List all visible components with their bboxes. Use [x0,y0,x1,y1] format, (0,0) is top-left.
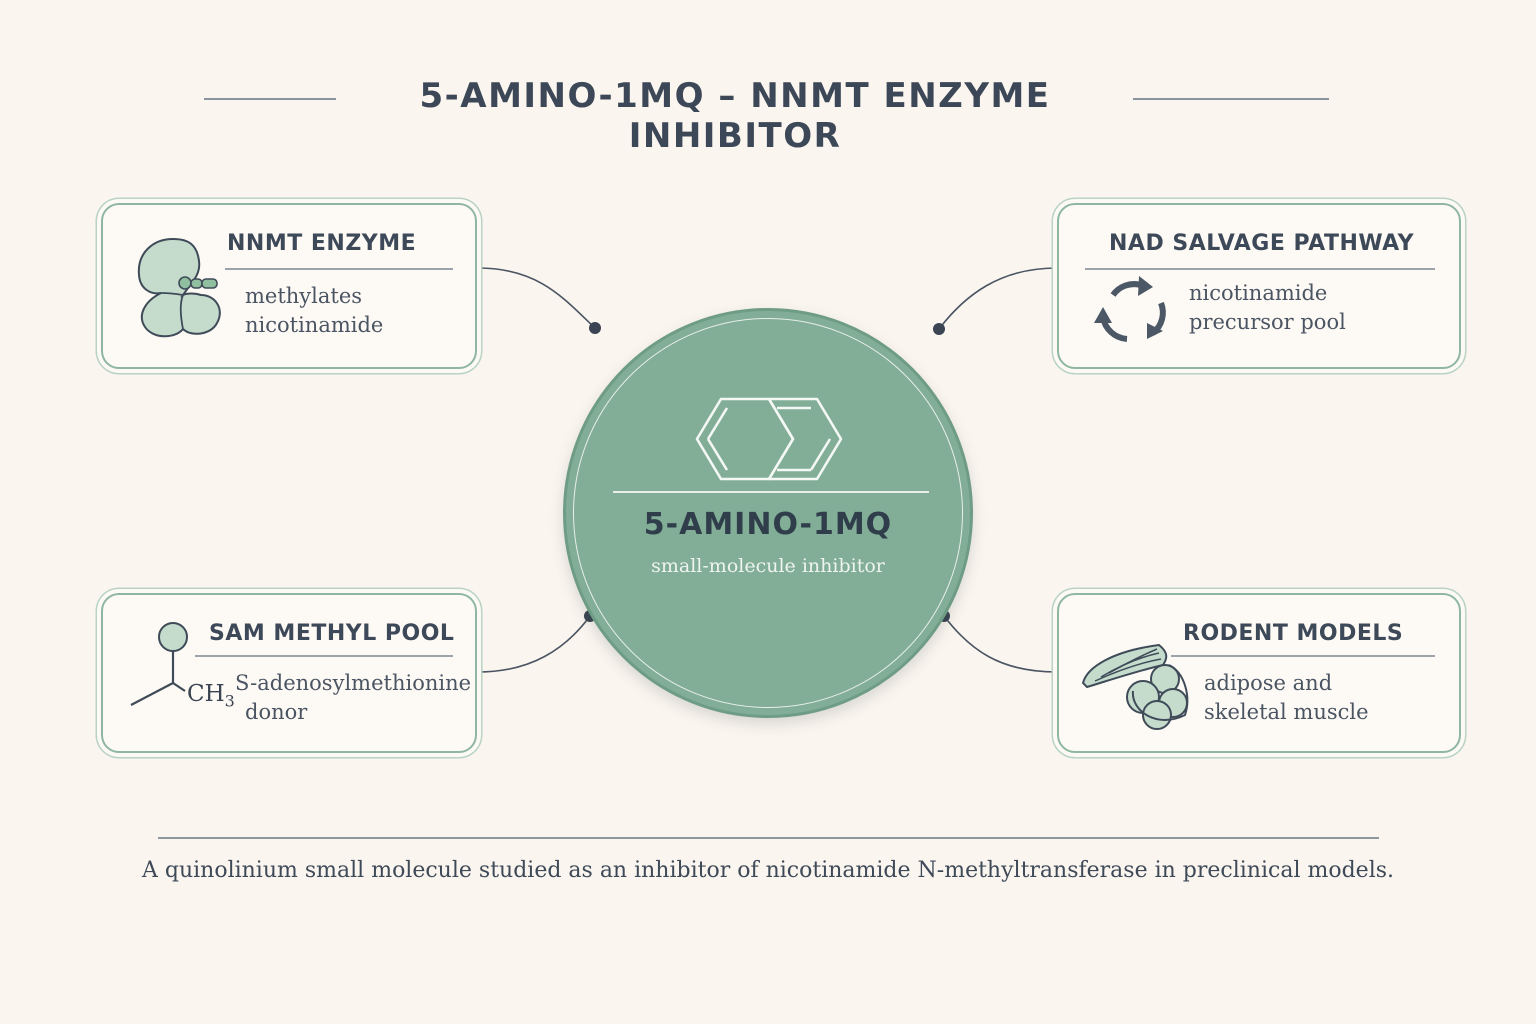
connector-dot-nnmt [589,322,601,334]
card-nnmt-enzyme: NNMT ENZYME methylates nicotinamide [101,203,477,369]
card-desc-rodent: adipose and skeletal muscle [1204,669,1369,727]
ch3-label: CH3 [187,681,235,711]
enzyme-protein-icon [137,237,221,338]
card-rule-rodent [1171,655,1435,657]
card-desc-sam: S-adenosylmethionine donor [235,669,471,727]
center-inner-ring [573,318,963,708]
card-desc-line: nicotinamide [1189,281,1328,305]
card-rule-nad [1085,268,1435,270]
card-nad-salvage: NAD SALVAGE PATHWAY nicotinamide precurs… [1057,203,1461,369]
card-title-rodent: RODENT MODELS [1183,621,1404,646]
naphthalene-ring-icon [695,397,843,481]
card-rule-sam [195,655,453,657]
compound-subtitle: small-molecule inhibitor [651,555,885,577]
card-title-nad: NAD SALVAGE PATHWAY [1109,231,1414,256]
card-sam-methyl-pool: CH3 SAM METHYL POOL S-adenosylmethionine… [101,593,477,753]
card-desc-line: precursor pool [1189,310,1346,334]
card-desc-line: nicotinamide [245,313,384,337]
footer-caption: A quinolinium small molecule studied as … [141,858,1395,883]
card-desc-line: S-adenosylmethionine [235,671,472,695]
connector-sam [477,615,591,673]
connector-rodent [943,615,1058,673]
center-divider [613,491,929,493]
recycle-arrows-icon [1094,276,1166,342]
card-desc-line: adipose and [1204,671,1333,695]
connector-dot-nad [933,323,945,335]
card-title-sam: SAM METHYL POOL [209,621,455,646]
title-rule-right [1133,98,1329,100]
card-title-nnmt: NNMT ENZYME [227,231,417,256]
title-row: 5-AMINO-1MQ – NNMT ENZYME INHIBITOR [0,70,1536,156]
card-rodent-models: RODENT MODELS adipose and skeletal muscl… [1057,593,1461,753]
compound-name: 5-AMINO-1MQ [643,507,893,542]
muscle-adipose-icon [1081,643,1189,730]
title-rule-left [204,98,336,100]
card-desc-nad: nicotinamide precursor pool [1189,279,1346,337]
methyl-group-icon [130,622,188,706]
connector-nad [938,267,1058,330]
ch3-label-text: CH3 [187,681,235,711]
card-desc-nnmt: methylates nicotinamide [245,282,383,340]
center-compound-circle: 5-AMINO-1MQ small-molecule inhibitor [563,308,973,718]
card-desc-line: skeletal muscle [1204,700,1369,724]
card-rule-nnmt [225,268,453,270]
footer-divider [158,837,1379,839]
page-title: 5-AMINO-1MQ – NNMT ENZYME INHIBITOR [419,76,1051,156]
card-desc-line: methylates [245,284,363,308]
connector-nnmt [477,267,596,329]
card-desc-line: donor [245,700,308,724]
